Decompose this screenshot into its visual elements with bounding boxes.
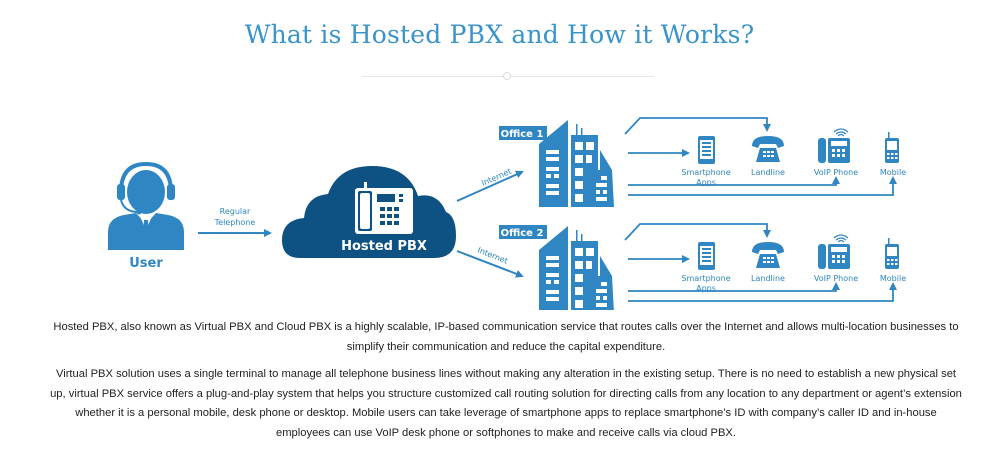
route-voip <box>628 176 840 186</box>
route-landline <box>624 117 771 135</box>
device-label: Mobile <box>880 274 906 283</box>
office-building-icon <box>539 226 614 310</box>
mobile-icon <box>885 132 899 163</box>
route-landline <box>624 223 771 241</box>
office-2-label: Office 2 <box>501 228 544 239</box>
voip-phone-icon <box>818 234 850 269</box>
details-paragraph: Virtual PBX solution uses a single termi… <box>50 368 962 439</box>
office-building-icon <box>539 120 614 207</box>
hosted-pbx-diagram: User Regular Telephone Hosted PBX Intern… <box>108 117 906 310</box>
user-agent-icon <box>108 161 184 250</box>
office-1-label-bg <box>499 126 547 140</box>
internet-label-bottom: Internet <box>476 246 509 266</box>
wifi-icon <box>835 237 847 241</box>
device-label: Landline <box>751 168 785 177</box>
regular-telephone-label-2: Telephone <box>214 218 256 227</box>
office-1-group: Office 1 Smartphone Apps Landline <box>499 117 906 207</box>
device-label: Smartphone <box>681 274 730 283</box>
office-2-label-bg <box>499 225 547 239</box>
device-label: Mobile <box>880 168 906 177</box>
page-title: What is Hosted PBX and How it Works? <box>244 20 755 49</box>
voip-phone-icon <box>818 128 850 163</box>
device-label-2: Apps <box>696 284 716 293</box>
device-label-2: Apps <box>696 178 716 187</box>
internet-arrow-office1 <box>456 170 524 202</box>
smartphone-icon <box>698 242 715 270</box>
user-label: User <box>129 256 163 271</box>
mobile-icon <box>885 238 899 269</box>
device-label: VoIP Phone <box>814 168 858 177</box>
route-mobile <box>628 176 897 196</box>
divider-dot <box>503 72 511 80</box>
landline-icon <box>752 242 784 268</box>
device-label: VoIP Phone <box>814 274 858 283</box>
device-label: Smartphone <box>681 168 730 177</box>
route-mobile <box>628 282 897 302</box>
landline-icon <box>752 136 784 162</box>
wifi-icon <box>835 131 847 135</box>
route-voip <box>628 282 840 292</box>
regular-telephone-label-1: Regular <box>220 207 251 216</box>
device-label: Landline <box>751 274 785 283</box>
cloud-label: Hosted PBX <box>341 239 427 254</box>
internet-arrow-office2 <box>456 250 524 278</box>
smartphone-icon <box>698 136 715 164</box>
office-1-label: Office 1 <box>501 129 544 140</box>
office-2-group: Office 2 Smartphone Apps Landline VoIP <box>499 223 906 310</box>
desk-phone-icon <box>355 182 413 234</box>
intro-paragraph: Hosted PBX, also known as Virtual PBX an… <box>53 321 959 353</box>
